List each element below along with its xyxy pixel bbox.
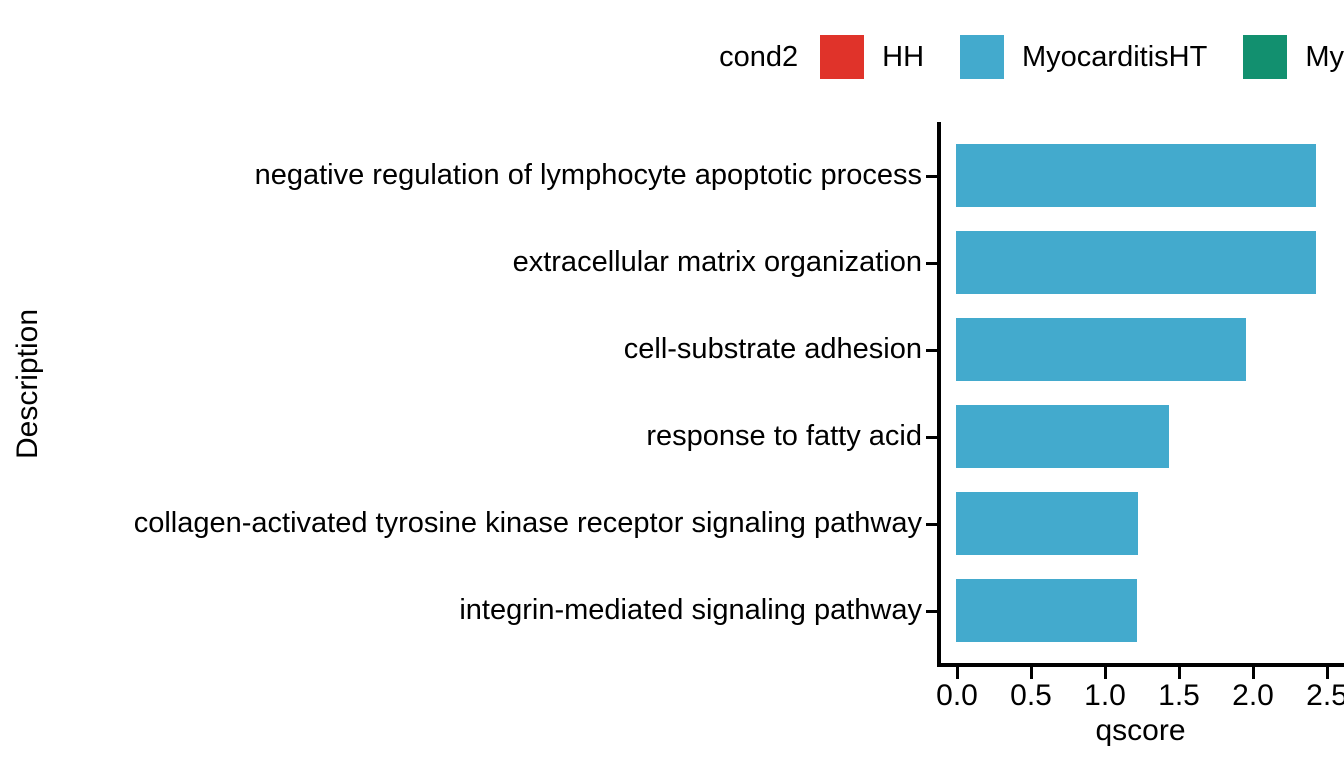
legend-label-hh: HH: [882, 40, 925, 73]
x-tick-label: 1.0: [1084, 679, 1126, 712]
x-tick-mark: [1326, 667, 1329, 679]
y-tick-mark: [926, 522, 937, 526]
y-tick-label: extracellular matrix organization: [512, 245, 922, 278]
legend-label-myocarditisht: MyocarditisHT: [1022, 40, 1208, 73]
x-tick-label: 2.0: [1232, 679, 1274, 712]
legend-title: cond2: [719, 40, 799, 73]
y-tick-label: response to fatty acid: [646, 419, 922, 452]
bar[interactable]: [956, 144, 1316, 207]
bar[interactable]: [956, 492, 1139, 555]
y-tick-label: negative regulation of lymphocyte apopto…: [254, 158, 922, 191]
legend: cond2 HH MyocarditisHT My: [0, 22, 1344, 92]
legend-item-my-truncated[interactable]: My: [1243, 35, 1344, 79]
legend-item-myocarditisht[interactable]: MyocarditisHT: [960, 35, 1207, 79]
x-tick-label: 0.5: [1010, 679, 1052, 712]
y-tick-mark: [926, 174, 937, 178]
legend-swatch-my-truncated: [1243, 35, 1288, 79]
x-tick-mark: [1030, 667, 1033, 679]
legend-swatch-myocarditisht: [960, 35, 1005, 79]
bar[interactable]: [956, 579, 1137, 642]
x-tick-mark: [1104, 667, 1107, 679]
plot-area: [956, 122, 1344, 665]
x-tick-mark: [956, 667, 959, 679]
x-tick-label: 2.5: [1306, 679, 1344, 712]
y-tick-mark: [926, 609, 937, 613]
y-tick-mark: [926, 348, 937, 352]
legend-swatch-hh: [820, 35, 865, 79]
x-tick-label: 0.0: [936, 679, 978, 712]
legend-label-my-truncated: My: [1305, 40, 1344, 73]
bar[interactable]: [956, 405, 1170, 468]
x-tick-mark: [1252, 667, 1255, 679]
bar[interactable]: [956, 231, 1316, 294]
y-tick-mark: [926, 261, 937, 265]
y-axis-title: Description: [0, 0, 56, 768]
x-axis-title: qscore: [1095, 714, 1186, 747]
y-tick-label: integrin-mediated signaling pathway: [459, 593, 922, 626]
y-tick-label: cell-substrate adhesion: [623, 332, 922, 365]
x-axis-line: [937, 663, 1344, 667]
legend-item-hh[interactable]: HH: [820, 35, 924, 79]
x-tick-label: 1.5: [1158, 679, 1200, 712]
y-tick-label: collagen-activated tyrosine kinase recep…: [133, 506, 922, 539]
y-axis-line: [937, 122, 941, 667]
bar[interactable]: [956, 318, 1247, 381]
y-tick-mark: [926, 435, 937, 439]
x-tick-mark: [1178, 667, 1181, 679]
